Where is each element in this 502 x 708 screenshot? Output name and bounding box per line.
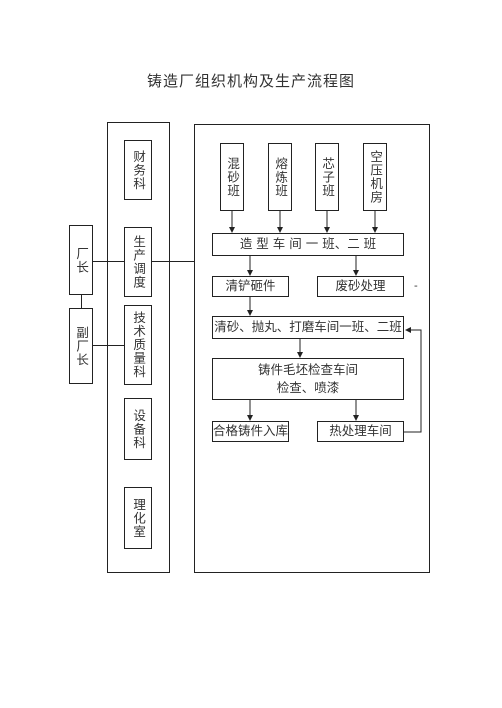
waste-sand-box: 废砂处理 [317, 276, 404, 297]
director-label: 厂长 [74, 246, 90, 274]
molding-workshop-box: 造 型 车 间 一 班、二 班 [212, 233, 404, 256]
inspection-workshop-box: 铸件毛坯检查车间 检查、喷漆 [212, 358, 404, 400]
heat-treatment-box: 热处理车间 [317, 421, 404, 442]
stray-mark: - [414, 279, 418, 292]
deputy-director-label: 副厂长 [74, 325, 90, 367]
department-finance: 财务科 [124, 140, 152, 200]
cleaning-workshop-box: 清砂、抛丸、打磨车间一班、二班 [212, 316, 404, 339]
department-lab: 理化室 [124, 487, 152, 549]
director-box: 厂长 [69, 225, 93, 295]
molding-workshop-label: 造 型 车 间 一 班、二 班 [239, 236, 377, 252]
connector-deputy-to-tech [93, 345, 124, 346]
team-smelting: 熔炼班 [268, 143, 292, 211]
connector-dispatch-to-plant [152, 261, 194, 262]
connector-director-to-dispatch [93, 261, 124, 262]
team-core: 芯子班 [315, 143, 339, 211]
department-tech-quality: 技术质量科 [124, 305, 152, 385]
page-title: 铸造厂组织机构及生产流程图 [146, 72, 355, 90]
team-air-compressor: 空压机房 [363, 143, 387, 211]
deputy-director-box: 副厂长 [69, 308, 93, 384]
department-production-dispatch: 生产调度 [124, 227, 152, 297]
connector-director-to-deputy [81, 295, 82, 308]
arrow-heat-treatment-return [404, 327, 422, 433]
storage-box: 合格铸件入库 [212, 421, 289, 442]
cleaning-shovel-box: 清铲砸件 [212, 276, 289, 297]
team-sand-mixing: 混砂班 [220, 143, 244, 211]
department-equipment: 设备科 [124, 398, 152, 460]
